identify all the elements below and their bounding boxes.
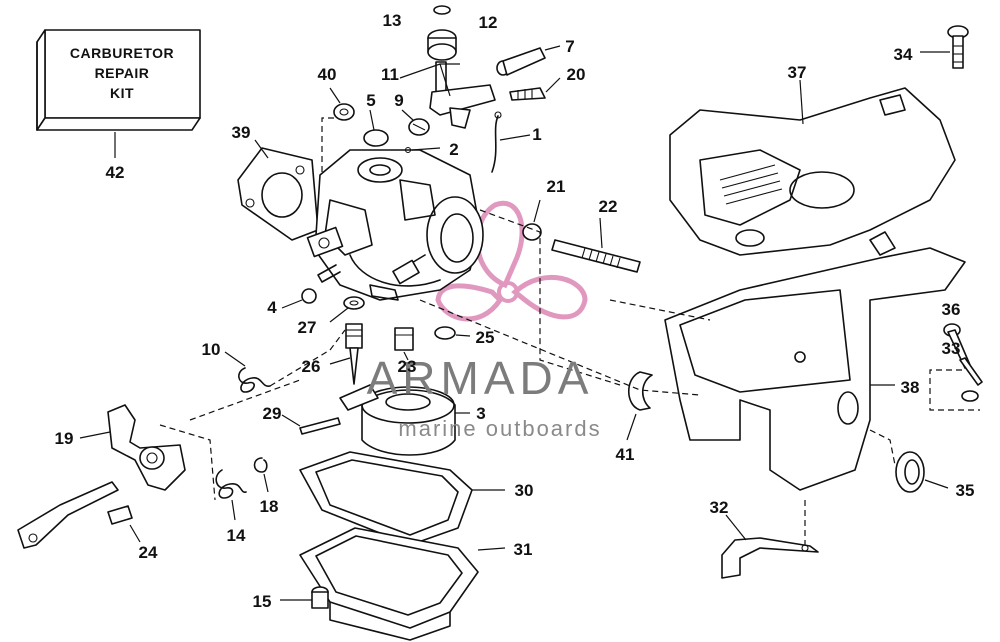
part-4-ball <box>281 288 317 309</box>
callout-37: 37 <box>788 63 807 82</box>
part-31-float-bowl <box>299 527 506 641</box>
callout-29: 29 <box>263 404 282 423</box>
callout-41: 41 <box>616 445 635 464</box>
callout-24: 24 <box>139 543 158 562</box>
part-41-grommet <box>626 371 653 441</box>
assembly-guide-lines <box>189 299 711 421</box>
callout-25: 25 <box>476 328 495 347</box>
callout-27: 27 <box>298 318 317 337</box>
part-29-pin <box>281 414 341 435</box>
part-25-plug <box>434 326 471 340</box>
carburetor-body <box>306 149 484 301</box>
part-32-bracket <box>721 500 819 579</box>
callout-2: 2 <box>449 140 458 159</box>
callout-1: 1 <box>532 125 541 144</box>
callout-26: 26 <box>302 357 321 376</box>
callout-23: 23 <box>398 357 417 376</box>
callout-40: 40 <box>318 65 337 84</box>
kit-label-line1: CARBURETOR <box>70 45 174 61</box>
callout-32: 32 <box>710 498 729 517</box>
part-2-ball <box>404 146 441 154</box>
callout-labels: 42 39 40 5 9 13 12 11 7 20 1 2 21 22 4 2… <box>55 11 975 611</box>
callout-9: 9 <box>394 91 403 110</box>
callout-21: 21 <box>547 177 566 196</box>
part-40-washer <box>321 87 355 175</box>
watermark-brand: ARMADA <box>367 352 594 404</box>
part-7-screw <box>496 45 561 76</box>
callout-11: 11 <box>381 65 399 84</box>
part-1-link <box>491 111 531 173</box>
callout-22: 22 <box>599 197 618 216</box>
callout-20: 20 <box>567 65 586 84</box>
callout-10: 10 <box>202 340 221 359</box>
part-11-throttle-assembly <box>399 5 496 129</box>
part-22-shaft <box>479 209 641 386</box>
part-9-screw <box>401 109 430 136</box>
callout-14: 14 <box>227 526 246 545</box>
part-37-silencer-cover <box>669 79 956 256</box>
callout-15: 15 <box>253 592 272 611</box>
part-19-lever <box>79 404 216 501</box>
part-21-seal <box>522 199 542 241</box>
part-14-spring <box>215 469 247 521</box>
part-23-jet <box>394 327 414 361</box>
part-35-grommet <box>869 429 949 493</box>
part-5-plug <box>363 109 389 147</box>
part-27-washer <box>329 296 365 323</box>
part-10-spring <box>224 329 346 393</box>
part-15-screw <box>280 586 329 609</box>
callout-4: 4 <box>267 298 277 317</box>
part-18-clip <box>253 457 269 493</box>
armada-propeller-logo <box>435 200 588 322</box>
repair-kit-box: CARBURETOR REPAIR KIT <box>36 29 201 158</box>
callout-30: 30 <box>515 481 534 500</box>
kit-label-line3: KIT <box>110 85 134 101</box>
callout-35: 35 <box>956 481 975 500</box>
watermark-tagline: marine outboards <box>398 416 601 441</box>
callout-5: 5 <box>366 91 375 110</box>
part-24-link <box>17 481 141 549</box>
part-3-float <box>339 384 470 456</box>
kit-label-line2: REPAIR <box>95 65 150 81</box>
part-20-screw <box>509 77 561 101</box>
part-33-screw <box>959 357 983 402</box>
callout-19: 19 <box>55 429 74 448</box>
callout-12: 12 <box>479 13 498 32</box>
callout-42: 42 <box>106 163 125 182</box>
callout-33: 33 <box>942 339 961 358</box>
callout-31: 31 <box>514 540 533 559</box>
callout-18: 18 <box>260 497 279 516</box>
callout-13: 13 <box>383 11 402 30</box>
callout-34: 34 <box>894 45 913 64</box>
callout-3: 3 <box>476 404 485 423</box>
callout-39: 39 <box>232 123 251 142</box>
callout-7: 7 <box>565 37 574 56</box>
part-34-screw <box>920 25 969 69</box>
callout-38: 38 <box>901 378 920 397</box>
part-26-needle-valve <box>329 323 363 385</box>
part-39-gasket <box>237 139 319 241</box>
part-30-gasket <box>299 451 505 546</box>
callout-36: 36 <box>942 300 961 319</box>
part-38-silencer-base <box>664 231 966 491</box>
